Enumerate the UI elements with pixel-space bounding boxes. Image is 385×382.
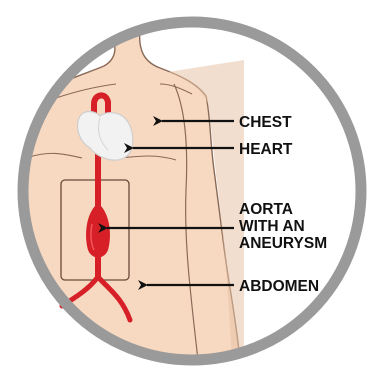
aorta-label-line1: AORTA [239, 201, 293, 218]
aorta-label-line2: WITH AN [239, 218, 305, 235]
aorta-label-line3: ANEURYSM [239, 235, 327, 252]
heart-label: HEART [239, 141, 293, 158]
abdomen-label: ABDOMEN [239, 278, 319, 295]
chest-label: CHEST [239, 114, 292, 131]
torso-illustration [20, 30, 244, 360]
